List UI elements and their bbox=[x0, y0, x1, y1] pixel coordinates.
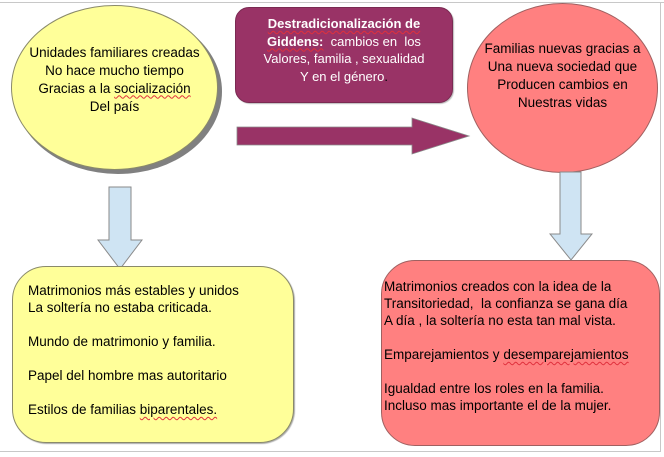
title-bold-1: Destradicionalización de bbox=[267, 16, 421, 31]
title-line-4-text: Y en el género bbox=[300, 68, 385, 84]
box-left-item-3: Mundo de matrimonio y familia. bbox=[28, 334, 216, 349]
arrow-down-right-icon bbox=[549, 171, 593, 261]
box-left-item-5: Estilos de familias biparentales. bbox=[28, 401, 293, 418]
arrow-down-left-icon bbox=[97, 186, 143, 270]
box-right-item-4: Emparejamientos y desemparejamientos bbox=[384, 346, 659, 363]
title-line-4: Y en el género. bbox=[236, 68, 452, 86]
box-right-item-2: Transitoriedad, la confianza se gana día bbox=[384, 296, 628, 311]
box-left-item-4: Papel del hombre mas autoritario bbox=[28, 368, 227, 383]
ellipse-left-line-2: No hace mucho tiempo bbox=[45, 62, 184, 78]
title-rest-2: cambios en los bbox=[323, 33, 421, 49]
ellipse-right-line-4: Nuestras vidas bbox=[517, 95, 608, 110]
title-line-1: Destradicionalización de bbox=[236, 15, 452, 33]
box-right-item-1: Matrimonios creados con la idea de la bbox=[384, 279, 612, 294]
box-left-item-5a: Estilos de familias bbox=[28, 402, 140, 417]
ellipse-left-line-3a: Gracias a la bbox=[38, 80, 115, 96]
box-left-item-2: La soltería no estaba criticada. bbox=[28, 300, 212, 315]
ellipse-left-text: Unidades familiares creadas No hace much… bbox=[29, 44, 199, 116]
frame-bottom-border bbox=[0, 451, 661, 452]
box-traditional-characteristics: Matrimonios más estables y unidos La sol… bbox=[12, 266, 294, 443]
arrow-right-icon bbox=[236, 117, 471, 155]
frame-right-border bbox=[660, 2, 661, 452]
ellipse-left-line-1: Unidades familiares creadas bbox=[29, 44, 200, 60]
title-line-4-end: . bbox=[384, 68, 388, 84]
title-bold-2: Giddens: bbox=[267, 33, 324, 49]
ellipse-right-line-3: Producen cambios en bbox=[497, 77, 628, 92]
title-box-giddens: Destradicionalización de Giddens: cambio… bbox=[235, 7, 453, 103]
ellipse-left-line-3b: socialización bbox=[114, 80, 191, 96]
box-right-item-4a: Emparejamientos y bbox=[384, 347, 504, 362]
box-right-item-4b: desemparejamientos bbox=[503, 347, 629, 362]
box-left-item-1: Matrimonios más estables y unidos bbox=[28, 283, 239, 298]
ellipse-right-text: Familias nuevas gracias a Una nueva soci… bbox=[484, 40, 640, 112]
title-line-2: Giddens: cambios en los bbox=[236, 33, 452, 51]
ellipse-right-line-1: Familias nuevas gracias a bbox=[484, 41, 641, 56]
ellipse-right-line-2: Una nueva sociedad que bbox=[487, 59, 638, 74]
ellipse-left-line-3: Gracias a la socialización bbox=[29, 80, 199, 98]
box-right-item-5: Igualdad entre los roles en la familia. bbox=[384, 381, 604, 396]
box-left-item-5b: biparentales. bbox=[139, 402, 218, 417]
box-right-item-3: A día , la soltería no esta tan mal vist… bbox=[384, 313, 616, 328]
box-right-item-6: Incluso mas importante el de la mujer. bbox=[384, 398, 612, 413]
frame-top-border bbox=[0, 2, 664, 3]
ellipse-traditional-families: Unidades familiares creadas No hace much… bbox=[11, 5, 218, 170]
ellipse-left-line-4: Del país bbox=[89, 98, 140, 114]
title-line-3: Valores, familia , sexualidad bbox=[263, 51, 425, 66]
ellipse-new-families: Familias nuevas gracias a Una nueva soci… bbox=[467, 3, 658, 173]
box-new-characteristics: Matrimonios creados con la idea de la Tr… bbox=[381, 260, 660, 446]
